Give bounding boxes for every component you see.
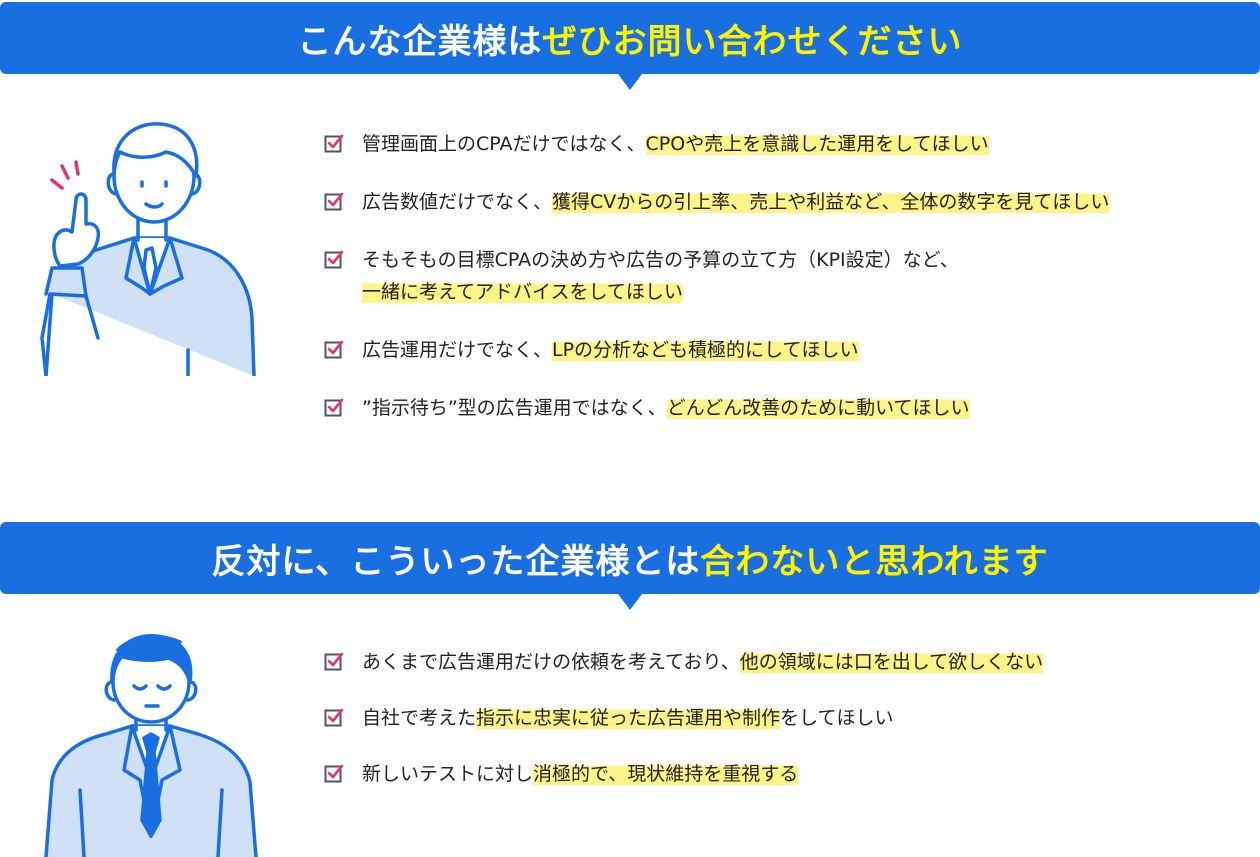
item-plain-text: 自社で考えた (362, 707, 477, 729)
section-2-title-highlight: 合わないと思われます (700, 541, 1049, 582)
banner-arrow (618, 74, 642, 90)
list-item: そもそもの目標CPAの決め方や広告の予算の立て方（KPI設定）など、一緒に考えて… (324, 244, 1109, 334)
list-item-text: あくまで広告運用だけの依頼を考えており、他の領域には口を出して欲しくない (362, 646, 1044, 678)
item-plain-text: 広告運用だけでなく、 (362, 339, 553, 361)
item-highlight-text: 消極的で、現状維持を重視する (533, 763, 799, 785)
item-plain-text: あくまで広告運用だけの依頼を考えており、 (362, 651, 740, 673)
item-plain-text: ”指示待ち”型の広告運用ではなく、 (362, 397, 667, 419)
list-item: 広告数値だけでなく、獲得CVからの引上率、売上や利益など、全体の数字を見てほしい (324, 186, 1110, 244)
list-item-text: そもそもの目標CPAの決め方や広告の予算の立て方（KPI設定）など、一緒に考えて… (362, 244, 959, 308)
section-2-banner: 反対に、こういった企業様とは合わないと思われます (0, 522, 1260, 610)
checkbox-checked-icon (324, 708, 344, 727)
list-item: 管理画面上のCPAだけではなく、CPOや売上を意識した運用をしてほしい (324, 128, 1109, 186)
checkbox-checked-icon (324, 652, 344, 671)
item-highlight-text: LPの分析なども積極的にしてほしい (552, 339, 859, 361)
item-highlight-text: 一緒に考えてアドバイスをしてほしい (362, 281, 683, 303)
list-item-text: 広告運用だけでなく、LPの分析なども積極的にしてほしい (362, 334, 859, 366)
list-item: 自社で考えた指示に忠実に従った広告運用や制作をしてほしい (324, 702, 1043, 758)
item-plain-text: 広告数値だけでなく、 (362, 191, 553, 213)
item-highlight-text: 指示に忠実に従った広告運用や制作 (476, 707, 781, 729)
item-highlight-text: CPOや売上を意識した運用をしてほしい (645, 133, 989, 155)
checkbox-checked-icon (324, 134, 344, 153)
item-plain-text: 新しいテストに対し (362, 763, 534, 785)
item-highlight-text: どんどん改善のために動いてほしい (666, 397, 970, 419)
item-after-text: をしてほしい (780, 707, 894, 729)
businessman-pointing-illustration (40, 122, 256, 376)
checkbox-checked-icon (324, 192, 344, 211)
list-item-text: 自社で考えた指示に忠実に従った広告運用や制作をしてほしい (362, 702, 893, 734)
item-highlight-text: 獲得CVからの引上率、売上や利益など、全体の数字を見てほしい (552, 191, 1110, 213)
section-2-list: あくまで広告運用だけの依頼を考えており、他の領域には口を出して欲しくない 自社で… (324, 646, 1044, 814)
list-item: ”指示待ち”型の広告運用ではなく、どんどん改善のために動いてほしい (324, 392, 1109, 450)
item-highlight-text: 他の領域には口を出して欲しくない (739, 651, 1044, 673)
section-2-title-plain: 反対に、こういった企業様とは (211, 541, 701, 582)
list-item: 新しいテストに対し消極的で、現状維持を重視する (324, 758, 1043, 814)
list-item-text: 広告数値だけでなく、獲得CVからの引上率、売上や利益など、全体の数字を見てほしい (362, 186, 1110, 218)
section-1-title-highlight: ぜひお問い合わせください (542, 21, 963, 62)
checkbox-checked-icon (324, 340, 344, 359)
section-2-title: 反対に、こういった企業様とは合わないと思われます (211, 534, 1048, 583)
list-item-text: 新しいテストに対し消極的で、現状維持を重視する (362, 758, 799, 790)
list-item: あくまで広告運用だけの依頼を考えており、他の領域には口を出して欲しくない (324, 646, 1044, 702)
checkbox-checked-icon (324, 764, 344, 783)
list-item: 広告運用だけでなく、LPの分析なども積極的にしてほしい (324, 334, 1109, 392)
section-1-title-plain: こんな企業様は (297, 21, 543, 62)
section-1-list: 管理画面上のCPAだけではなく、CPOや売上を意識した運用をしてほしい 広告数値… (324, 128, 1110, 450)
item-plain-text: そもそもの目標CPAの決め方や広告の予算の立て方（KPI設定）など、 (362, 249, 959, 271)
banner-arrow (618, 594, 642, 610)
checkbox-checked-icon (324, 398, 344, 417)
list-item-text: ”指示待ち”型の広告運用ではなく、どんどん改善のために動いてほしい (362, 392, 970, 424)
list-item-text: 管理画面上のCPAだけではなく、CPOや売上を意識した運用をしてほしい (362, 128, 989, 160)
checkbox-checked-icon (324, 250, 344, 269)
section-1-banner: こんな企業様はぜひお問い合わせください (0, 2, 1260, 90)
businessman-bowing-illustration (44, 634, 258, 857)
section-1-title: こんな企業様はぜひお問い合わせください (298, 14, 963, 63)
item-plain-text: 管理画面上のCPAだけではなく、 (362, 133, 646, 155)
